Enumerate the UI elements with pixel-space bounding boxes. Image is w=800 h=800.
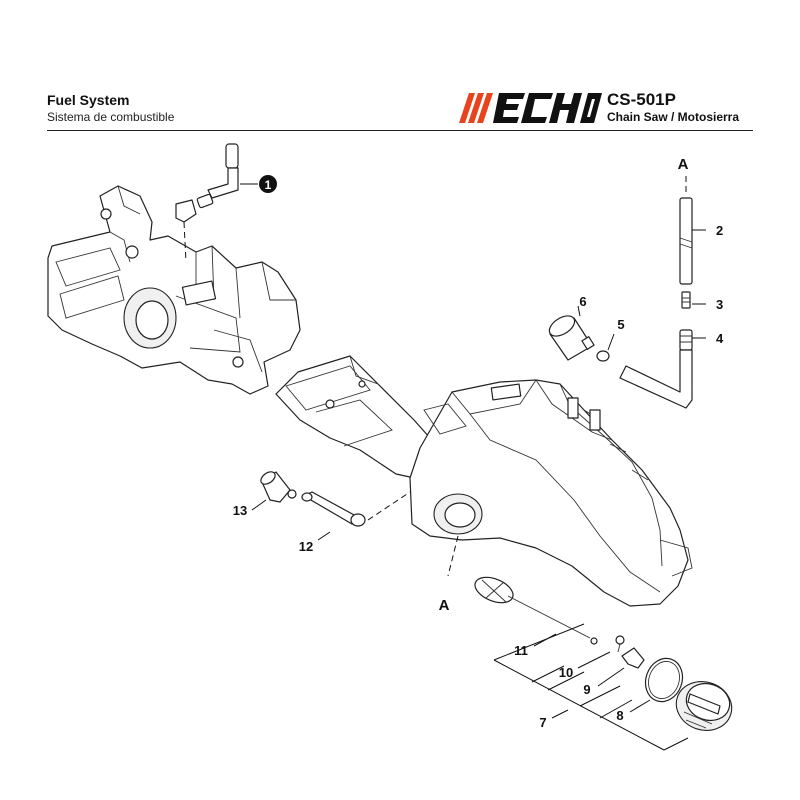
part-13-filter-cap: 13 [233,471,297,518]
crankcase-housing [47,185,301,395]
callout-10: 10 [559,665,573,680]
ref-a-bottom: A [439,535,459,614]
part-6-filter: 6 [548,294,595,361]
part-7-fuel-cap [675,681,733,731]
callout-12: 12 [299,539,313,554]
callout-9: 9 [583,682,590,697]
callout-2: 2 [716,223,723,238]
part-3-connector [681,291,691,309]
part-1-fuel-elbow: 1 [175,143,277,263]
fuel-line-assembly: A 2 3 4 [619,156,724,409]
page-subtitle: Sistema de combustible [47,110,175,124]
callout-5: 5 [617,317,624,332]
page-title: Fuel System [47,92,130,108]
page-header: Fuel System Sistema de combustible CS-50… [0,0,800,140]
callout-6: 6 [579,294,586,309]
logo-speed-stripes [459,93,493,123]
callout-1: 1 [265,178,272,192]
callout-13: 13 [233,503,247,518]
callout-7: 7 [539,715,546,730]
assembly-7-bracket: 7 [493,623,689,751]
callout-3: 3 [716,297,723,312]
product-name: Chain Saw / Motosierra [607,110,740,124]
part-4-fuel-pipe [619,329,693,409]
ref-label-bottom: A [439,597,450,614]
callout-11: 11 [514,643,528,658]
ref-label-top: A [678,156,689,173]
part-12-fuel-hose: 12 [299,491,411,554]
callout-1-badge [259,175,277,193]
part-9-retainer: 9 [583,647,645,697]
part-11-pickup: 11 [474,576,598,658]
logo-wordmark [493,93,602,123]
echo-logo [459,93,602,123]
part-8-gasket: 8 [616,657,684,723]
model-number: CS-501P [607,90,676,109]
fuel-tank-body [409,379,693,607]
callout-4: 4 [716,331,724,346]
part-10-screw: 10 [559,635,625,680]
callout-8: 8 [616,708,623,723]
header-divider [47,130,753,131]
part-5-o-ring: 5 [596,317,625,362]
part-2-fuel-line [679,197,693,285]
